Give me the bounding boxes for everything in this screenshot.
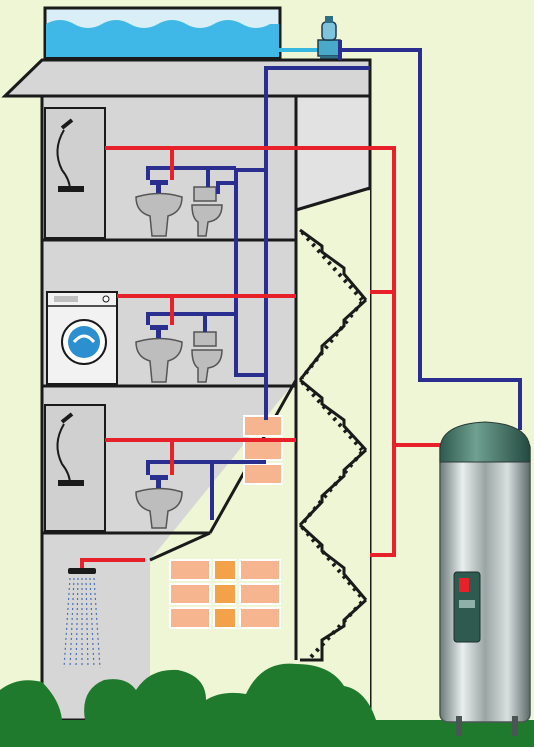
roof [5, 60, 370, 96]
washing-machine [47, 292, 117, 384]
water-heater [440, 422, 530, 736]
water-tank [45, 8, 280, 58]
shower-cabin-lower [45, 405, 105, 531]
shower-cabin-top [45, 108, 105, 238]
pump-icon [318, 16, 340, 62]
